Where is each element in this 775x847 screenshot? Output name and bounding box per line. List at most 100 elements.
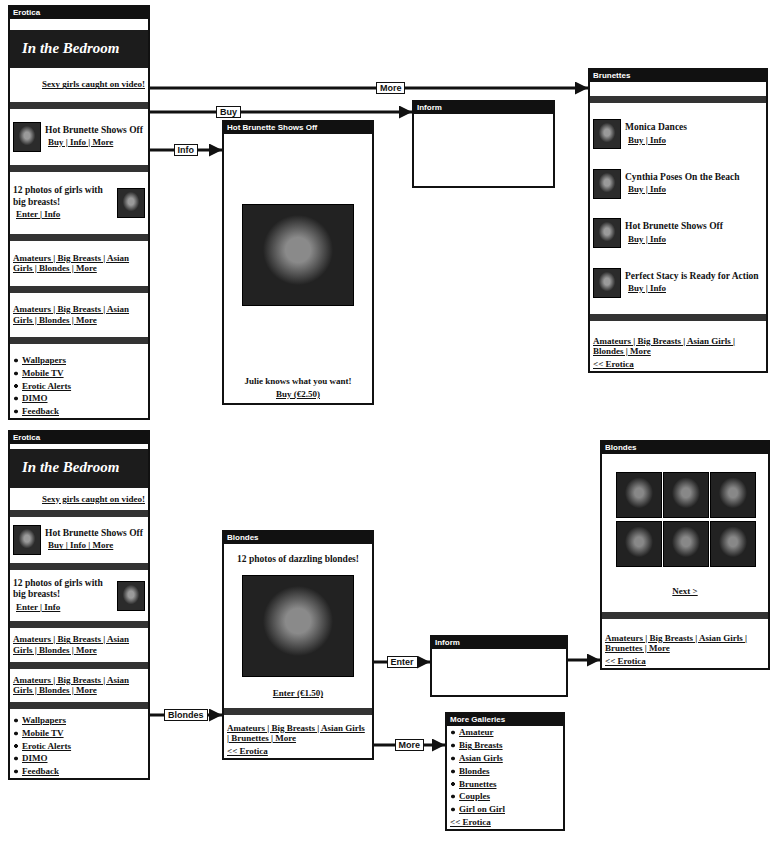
menu-link: Couples (447, 790, 563, 803)
list-item: 12 photos of girls with big breasts!Ente… (10, 575, 148, 617)
menu-link: Big Breasts (447, 739, 563, 752)
list-item: Cynthia Poses On the BeachBuy | Info (590, 166, 766, 202)
link-text: Amateurs | Big Breasts | Asian Girls | B… (224, 722, 372, 746)
photo-thumbnail (710, 472, 756, 518)
photo-grid (602, 467, 768, 572)
item-text: Perfect Stacy is Ready for ActionBuy | I… (625, 271, 763, 295)
flow-arrow (150, 111, 412, 114)
link-text: Buy | Info | More (45, 539, 145, 552)
photo-thumbnail (663, 521, 709, 567)
photo-thumbnail (13, 525, 41, 555)
item-text: 12 photos of girls with big breasts!Ente… (13, 578, 113, 614)
item-title: 12 photos of dazzling blondes! (224, 551, 372, 565)
text-group: AmateurBig BreastsAsian GirlsBlondesBrun… (447, 726, 563, 816)
menu-link: Blondes (447, 765, 563, 778)
photo-thumbnail (13, 122, 41, 152)
link-text: Enter | Info (13, 601, 113, 614)
link-text: << Erotica (602, 655, 768, 668)
item-title: 12 photos of girls with big breasts! (13, 578, 113, 601)
text-group: Inform (432, 637, 566, 649)
title-bar: Erotica (10, 432, 148, 444)
menu-link: Erotic Alerts (10, 380, 148, 393)
flow-arrow (150, 87, 588, 90)
text-group: Amateurs | Big Breasts | Asian Girls | B… (10, 674, 148, 698)
text-group: Amateurs | Big Breasts | Asian Girls | B… (590, 335, 766, 371)
arrow-label: Blondes (164, 709, 208, 722)
text-group: Brunettes (590, 70, 766, 82)
link-text: Amateurs | Big Breasts | Asian Girls | B… (10, 633, 148, 657)
link-text: Enter | Info (13, 208, 113, 221)
separator-band (602, 612, 768, 619)
text-group: Amateurs | Big Breasts | Asian Girls | B… (224, 722, 372, 758)
logo-text: In the Bedroom (10, 30, 148, 69)
text-group: Amateurs | Big Breasts | Asian Girls | B… (10, 303, 148, 327)
menu-link: Wallpapers (10, 714, 148, 727)
photo-thumbnail (593, 119, 621, 149)
text-group: Hot Brunette Shows Off (224, 122, 372, 134)
menu-link: Feedback (10, 405, 148, 418)
text-group: Erotica (10, 432, 148, 444)
photo-thumbnail (663, 472, 709, 518)
menu-link: Asian Girls (447, 752, 563, 765)
link-text: Amateurs | Big Breasts | Asian Girls | B… (10, 303, 148, 327)
separator-band (10, 337, 148, 344)
separator-band (10, 621, 148, 628)
text-group: Amateurs | Big Breasts | Asian Girls | B… (10, 633, 148, 657)
item-text: Monica DancesBuy | Info (625, 122, 763, 146)
list-item: Monica DancesBuy | Info (590, 116, 766, 152)
separator-band (10, 662, 148, 669)
item-title: 12 photos of girls with big breasts! (13, 185, 113, 208)
menu-link: DIMO (10, 392, 148, 405)
photo-thumbnail (117, 581, 145, 611)
arrow-label: Info (174, 144, 199, 157)
arrow-label: More (376, 82, 406, 95)
text-group: Enter (€1.50) (224, 687, 372, 702)
photo-image (242, 575, 354, 677)
arrow-label: Buy (216, 106, 241, 119)
item-text: Hot Brunette Shows OffBuy | Info (625, 221, 763, 245)
text-group: Blondes (224, 532, 372, 544)
item-title: Hot Brunette Shows Off (625, 221, 763, 232)
photo-thumbnail (593, 169, 621, 199)
menu-link: Wallpapers (10, 354, 148, 367)
text-group: Blondes (602, 442, 768, 454)
menu-link: Girl on Girl (447, 803, 563, 816)
text-group: WallpapersMobile TVErotic AlertsDIMOFeed… (10, 354, 148, 418)
link-text: Buy | Info (625, 134, 763, 147)
menu-link: Mobile TV (10, 727, 148, 740)
link-text: Enter (€1.50) (224, 687, 372, 702)
text-group: In the Bedroom (10, 30, 148, 69)
link-text: Sexy girls caught on video! (10, 493, 148, 506)
title-bar: More Galleries (447, 714, 563, 726)
link-text: Next > (602, 585, 768, 600)
link-text: Amateurs | Big Breasts | Asian Girls | B… (602, 632, 768, 656)
item-text: Cynthia Poses On the BeachBuy | Info (625, 172, 763, 196)
text-group: Erotica (10, 7, 148, 19)
item-title: Cynthia Poses On the Beach (625, 172, 763, 183)
arrow-label: Enter (387, 656, 418, 669)
text-group: WallpapersMobile TVErotic AlertsDIMOFeed… (10, 714, 148, 778)
separator-band (10, 563, 148, 570)
text-group: Inform (414, 102, 553, 114)
link-text: Buy | Info (625, 282, 763, 295)
menu-link: Brunettes (447, 778, 563, 791)
separator-band (10, 234, 148, 241)
text-group: Julie knows what you want!Buy (€2.50) (224, 375, 372, 403)
separator-band (224, 708, 372, 715)
separator-band (10, 165, 148, 172)
link-text: Buy (€2.50) (224, 388, 372, 403)
link-text: << Erotica (224, 745, 372, 758)
separator-band (10, 510, 148, 517)
item-title: Hot Brunette Shows Off (45, 125, 145, 136)
empty-area (414, 114, 553, 186)
text-group: Sexy girls caught on video! (10, 493, 148, 506)
link-text: Amateurs | Big Breasts | Asian Girls | B… (590, 335, 766, 359)
item-title: Perfect Stacy is Ready for Action (625, 271, 763, 282)
text-group: << Erotica (447, 816, 563, 829)
item-text: Hot Brunette Shows OffBuy | Info | More (45, 125, 145, 149)
item-title: Hot Brunette Shows Off (45, 528, 145, 539)
phone-screen: Blondes 12 photos of dazzling blondes! Ent… (222, 530, 374, 760)
item-text: 12 photos of girls with big breasts!Ente… (13, 185, 113, 221)
phone-screen: Inform (412, 100, 555, 188)
